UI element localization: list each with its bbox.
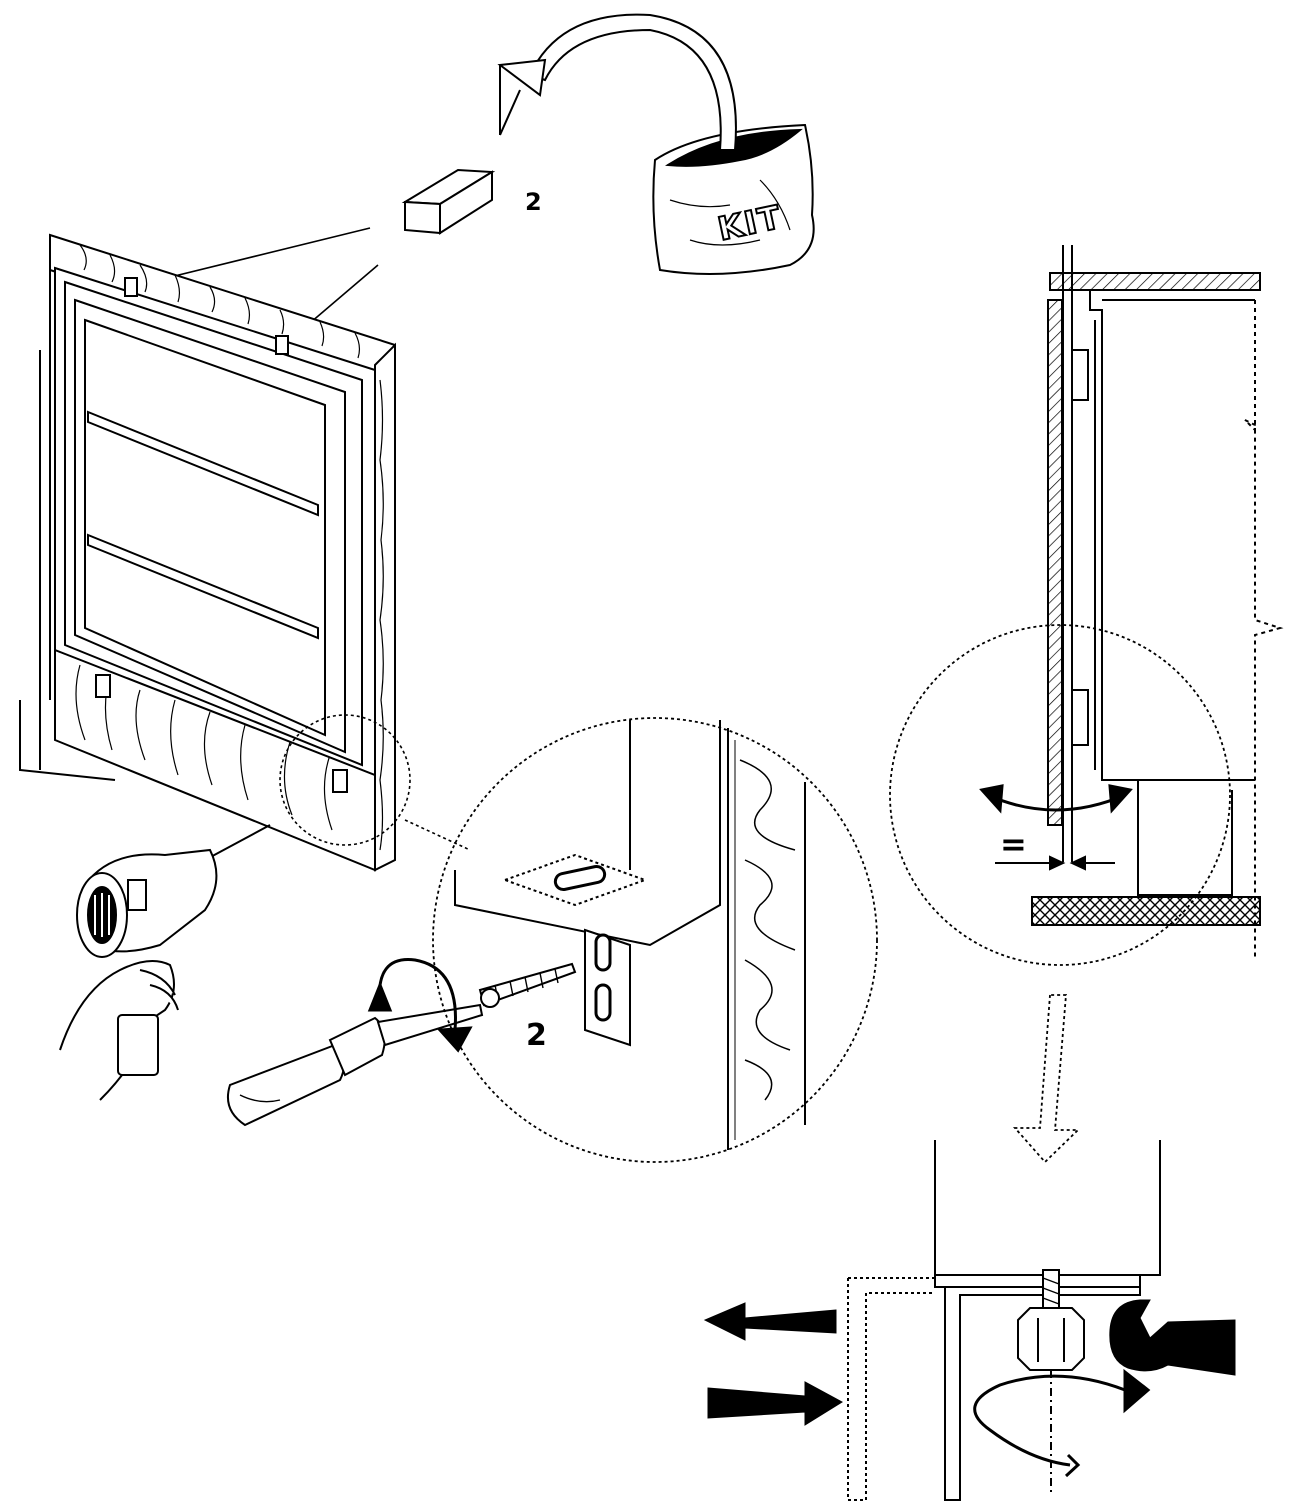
section-callout-circle bbox=[889, 624, 1231, 966]
gap-equal-symbol: = bbox=[1000, 825, 1027, 863]
screw-count-label: 2 bbox=[526, 1018, 547, 1053]
screwdriver-icon bbox=[226, 1003, 484, 1127]
dotted-down-arrow bbox=[1013, 994, 1081, 1164]
curved-arrow-from-bag bbox=[497, 13, 737, 151]
wrench-icon bbox=[1109, 1299, 1236, 1376]
spacer-count-label: 2 bbox=[525, 188, 542, 216]
kit-bag: KIT bbox=[652, 123, 815, 275]
drill-icon bbox=[76, 824, 271, 958]
cabinet-frame bbox=[19, 233, 396, 872]
push-pull-arrows bbox=[703, 1302, 843, 1426]
gap-dimension bbox=[995, 855, 1115, 871]
adjustment-detail bbox=[847, 1140, 1161, 1501]
hand-icon bbox=[59, 960, 179, 1101]
tilt-arrow bbox=[979, 784, 1133, 814]
section-view bbox=[1031, 245, 1284, 960]
rotation-arrow-screwdriver bbox=[367, 958, 473, 1053]
detail-appliance-side bbox=[454, 720, 721, 947]
detail-wood-panel bbox=[727, 728, 806, 1150]
appliance-door bbox=[54, 266, 376, 793]
detail-callout-circle-small bbox=[279, 714, 411, 846]
rotation-arrow-nut bbox=[973, 1368, 1151, 1478]
detail-callout-circle-large bbox=[432, 717, 878, 1163]
mounting-bracket bbox=[584, 928, 631, 1047]
screw-icon bbox=[478, 962, 577, 1008]
spacer-block bbox=[401, 168, 496, 235]
